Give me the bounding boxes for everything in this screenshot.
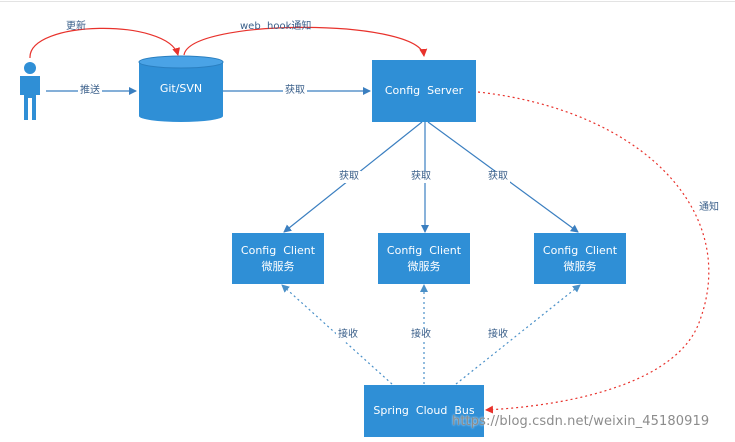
config-client-title: Config Client [542, 243, 618, 257]
update-edge [29, 27, 181, 59]
top-divider [0, 1, 735, 2]
receive-label-2: 接收 [409, 329, 433, 341]
fetch-client-label-2: 获取 [409, 171, 433, 183]
notify-label: 通知 [699, 202, 719, 213]
git-svn-label: Git/SVN [159, 82, 203, 95]
webhook-edge [183, 26, 428, 57]
user-figure [20, 62, 40, 120]
git-svn-cylinder [138, 55, 224, 122]
config-client-node-3: Config Client 微服务 [534, 233, 626, 284]
config-client-node-1: Config Client 微服务 [232, 233, 324, 284]
config-client-subtitle: 微服务 [407, 259, 441, 273]
config-client-node-2: Config Client 微服务 [378, 233, 470, 284]
config-server-node: Config Server [372, 60, 476, 122]
spring-cloud-bus-node: Spring Cloud Bus [364, 385, 484, 437]
config-server-label: Config Server [384, 84, 464, 97]
fetch-client-label-3: 获取 [486, 171, 510, 183]
config-client-subtitle: 微服务 [563, 259, 597, 273]
spring-cloud-bus-label: Spring Cloud Bus [373, 404, 475, 417]
receive-edge-3 [455, 284, 581, 385]
config-client-subtitle: 微服务 [261, 259, 295, 273]
config-client-title: Config Client [240, 243, 316, 257]
receive-label-3: 接收 [486, 329, 510, 341]
watermark-url: https://blog.csdn.net/weixin_45180919 [452, 414, 710, 429]
push-label: 推送 [78, 85, 102, 97]
notify-edge [477, 91, 710, 414]
receive-label-1: 接收 [336, 329, 360, 341]
config-client-title: Config Client [386, 243, 462, 257]
update-label: 更新 [66, 21, 86, 32]
fetch-client-label-1: 获取 [337, 171, 361, 183]
webhook-label: web hook通知 [240, 21, 312, 32]
fetch-git-label: 获取 [283, 85, 307, 97]
